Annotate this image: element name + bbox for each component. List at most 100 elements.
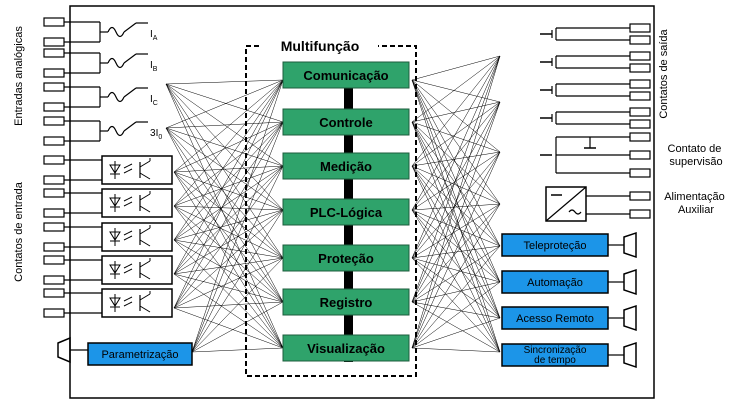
terminal <box>43 68 65 78</box>
multifunction-title: Multifunção <box>281 38 360 54</box>
terminal <box>43 175 65 185</box>
terminal <box>43 242 65 252</box>
transistor-collector <box>139 193 151 201</box>
port-label-line: de tempo <box>534 355 576 366</box>
interconnect-wire <box>173 165 284 207</box>
interconnect-wire <box>173 239 284 259</box>
interconnect-wire <box>191 209 284 353</box>
parametrization-connector-icon <box>57 336 71 364</box>
terminal <box>43 17 65 27</box>
interconnect-wire <box>173 79 284 309</box>
interconnect-wire <box>411 165 501 205</box>
interconnect-wire <box>165 83 284 349</box>
analog-channel-prefix: 3 <box>150 128 156 139</box>
light-arrow <box>123 230 133 236</box>
analog-channel-base: I <box>150 60 153 71</box>
output-contacts-label: Contatos de saída <box>658 28 670 118</box>
interconnect-wire <box>411 209 501 319</box>
interconnect-wire <box>411 55 501 81</box>
interconnect-wire <box>165 127 284 167</box>
port-connector-icon <box>623 231 637 259</box>
analog-channel-label: IA <box>150 29 158 42</box>
transistor-collector <box>139 293 151 301</box>
terminal <box>629 51 651 61</box>
function-block <box>282 334 410 362</box>
interconnect-wire <box>191 347 284 353</box>
analog-inputs-label: Entradas analógicas <box>13 26 25 126</box>
terminal <box>629 191 651 201</box>
interconnect-wire <box>173 273 284 303</box>
terminal <box>43 102 65 112</box>
interconnect-wire <box>191 301 284 353</box>
interconnect-wire <box>173 307 284 349</box>
interconnect-wire <box>411 55 501 303</box>
light-arrow <box>123 263 133 269</box>
terminal <box>629 209 651 219</box>
terminal <box>43 222 65 232</box>
ct-coil-icon <box>107 125 125 137</box>
function-block <box>282 108 410 136</box>
interconnect-wire <box>173 121 284 207</box>
port-connector-icon <box>623 304 637 332</box>
interconnect-wire <box>173 165 284 309</box>
interconnect-wire <box>411 55 501 211</box>
interconnect-wire <box>191 79 284 353</box>
interconnect-wire <box>411 55 501 259</box>
interconnect-wire <box>411 209 501 283</box>
terminal <box>43 82 65 92</box>
interconnect-wire <box>165 79 284 85</box>
analog-channel-sub: C <box>153 100 158 107</box>
interconnect-wire <box>411 79 501 103</box>
interconnect-wire <box>411 151 501 211</box>
optocoupler-box <box>101 255 173 285</box>
interconnect-wire <box>411 203 501 259</box>
analog-wire <box>123 53 137 64</box>
communication-port[interactable]: Teleproteção <box>501 231 637 259</box>
interconnect-wire <box>411 101 501 259</box>
terminal <box>43 136 65 146</box>
interconnect-wire <box>411 317 501 349</box>
communication-port[interactable]: Acesso Remoto <box>501 304 637 332</box>
interconnect-wire <box>411 245 501 349</box>
interconnect-wire <box>411 121 501 319</box>
ct-coil-icon <box>107 91 125 103</box>
terminal <box>43 255 65 265</box>
interconnect-wire <box>411 151 501 259</box>
terminal <box>629 119 651 129</box>
transistor-collector <box>139 260 151 268</box>
analog-channel-sub: B <box>153 66 158 73</box>
interconnect-wire <box>411 165 501 353</box>
light-arrow <box>123 296 133 302</box>
interconnect-wire <box>411 165 501 319</box>
interconnect-wire <box>411 203 501 349</box>
terminal <box>629 79 651 89</box>
transistor-emitter <box>139 172 151 180</box>
interconnect-wire <box>411 79 501 319</box>
supervision-contact-label: Contato de supervisão <box>668 143 725 168</box>
output-contacts <box>540 23 651 178</box>
interconnect-wire <box>173 79 284 275</box>
interconnect-wire <box>411 203 501 211</box>
terminal <box>629 23 651 33</box>
interconnect-wire <box>411 301 501 319</box>
parametrization-port[interactable] <box>87 342 193 366</box>
interconnect-wire <box>173 301 284 309</box>
ct-coil-icon <box>107 26 125 38</box>
analog-wire <box>123 87 137 98</box>
optocoupler-box <box>101 288 173 318</box>
communication-port[interactable]: Automação <box>501 268 637 296</box>
interconnect-wire <box>173 205 284 259</box>
port-connector-icon <box>623 268 637 296</box>
interconnect-wire <box>191 165 284 353</box>
interconnect-wire <box>173 171 284 211</box>
interconnect-wire <box>173 121 284 173</box>
device-frame <box>69 5 655 399</box>
terminal <box>43 116 65 126</box>
terminal <box>43 308 65 318</box>
interconnect-wire <box>411 151 501 303</box>
interconnect-wire <box>173 273 284 349</box>
interconnect-wire <box>411 151 501 167</box>
